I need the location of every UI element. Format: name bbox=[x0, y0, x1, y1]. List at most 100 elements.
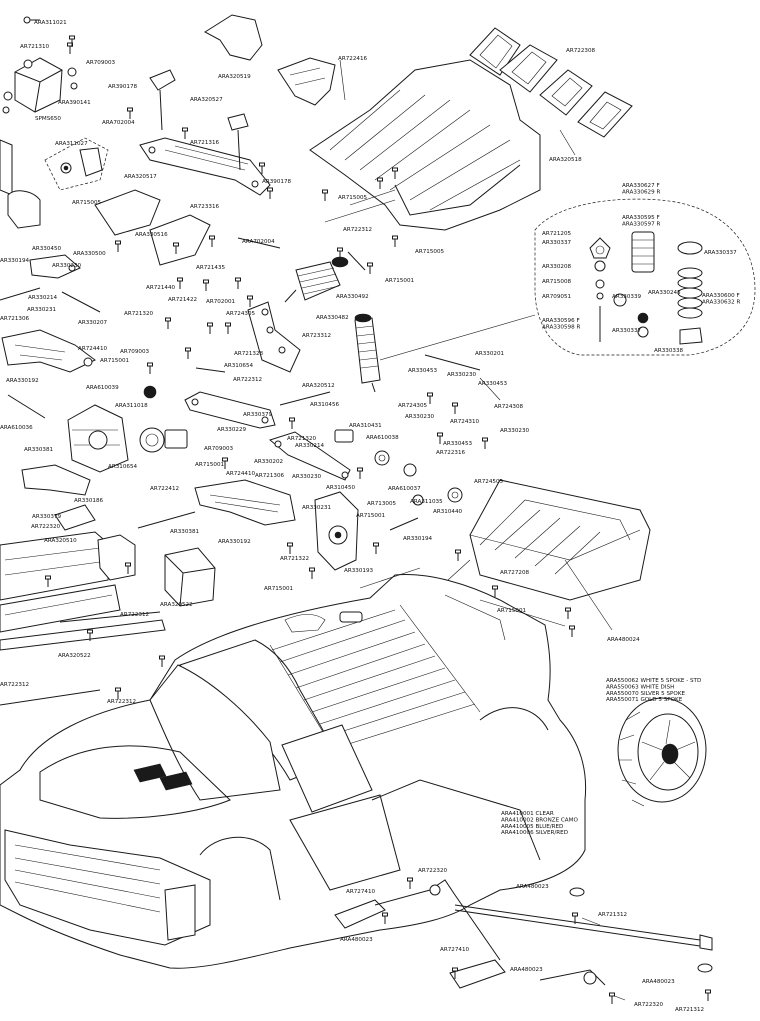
part-callout-label: AR724505 bbox=[474, 479, 504, 485]
part-callout-label: ARA610037 bbox=[388, 486, 421, 492]
part-callout-label: AR721435 bbox=[196, 265, 226, 271]
part-callout-label: AR709003 bbox=[86, 60, 116, 66]
part-callout-label: AR721312 bbox=[598, 912, 627, 918]
part-callout-label: ARA311027 bbox=[55, 141, 88, 147]
front-shock-assembly bbox=[284, 256, 349, 303]
part-callout-label: ARA320510 bbox=[44, 538, 77, 544]
part-callout-label: ARA330629 R bbox=[622, 189, 660, 195]
screw bbox=[337, 247, 343, 259]
bumper-mount bbox=[7, 190, 41, 229]
part-callout-label: AR724410 bbox=[78, 346, 108, 352]
screw bbox=[572, 912, 578, 924]
screws bbox=[45, 35, 711, 1004]
part-callout-label: AR330381 bbox=[170, 529, 200, 535]
part-callout-label: AR330453 bbox=[478, 381, 508, 387]
screw bbox=[209, 235, 215, 247]
part-callout-label: AR727208 bbox=[500, 570, 530, 576]
part-callout-label: AR709003 bbox=[120, 349, 150, 355]
screw bbox=[222, 457, 228, 469]
part-callout-label: AR721310 bbox=[20, 44, 50, 50]
part-callout-label: ARA550063 WHITE DISH bbox=[606, 684, 674, 690]
part-callout-label: AR715001 bbox=[195, 462, 225, 468]
part-callout-label: AR724308 bbox=[494, 404, 524, 410]
part-callout-label: ARA311021 bbox=[34, 20, 67, 26]
part-callout-label: AR715001 bbox=[385, 278, 415, 284]
part-callout-label: AR724310 bbox=[450, 419, 480, 425]
screw bbox=[382, 912, 388, 924]
part-callout-label: AR330379 bbox=[32, 514, 62, 520]
part-callout-label: AR715005 bbox=[338, 195, 368, 201]
part-callout-label: AR330214 bbox=[295, 443, 325, 449]
screw bbox=[125, 562, 131, 574]
part-callout-label: AR721328 bbox=[234, 351, 264, 357]
part-callout-label: AR713005 bbox=[367, 501, 397, 507]
steering-link-rod bbox=[424, 354, 481, 371]
part-callout-label: ARA480023 bbox=[642, 979, 675, 985]
part-callout-label: AR721306 bbox=[0, 316, 30, 322]
rear-arm-mount bbox=[21, 464, 91, 496]
part-callout-label: AR330229 bbox=[217, 427, 247, 433]
chassis-tub bbox=[309, 59, 541, 231]
part-callout-label: AR724305 bbox=[398, 403, 428, 409]
hood-vent-right bbox=[159, 771, 193, 791]
screw bbox=[147, 362, 153, 374]
shock-body bbox=[631, 231, 655, 273]
part-callout-label: AR330338 bbox=[654, 348, 684, 354]
part-callout-label: AR310440 bbox=[433, 509, 463, 515]
screw bbox=[203, 279, 209, 291]
side-rail-left bbox=[0, 531, 166, 651]
front-chassis-brace bbox=[139, 137, 271, 196]
part-callout-label: AR715008 bbox=[542, 279, 572, 285]
part-callout-label: AR722412 bbox=[150, 486, 179, 492]
screw bbox=[492, 585, 498, 597]
part-callout-label: AR330193 bbox=[344, 568, 374, 574]
part-callout-label: AR722308 bbox=[566, 48, 596, 54]
part-callout-label: ARA330595 F bbox=[622, 215, 660, 221]
part-callout-label: AR724410 bbox=[226, 471, 256, 477]
part-callout-label: AR330230 bbox=[292, 474, 322, 480]
part-callout-label: AR715005 bbox=[415, 249, 445, 255]
screw bbox=[259, 162, 265, 174]
part-callout-label: AR330339 bbox=[612, 294, 642, 300]
part-callout-label: AR721320 bbox=[124, 311, 154, 317]
part-callout-label: AR721316 bbox=[190, 140, 220, 146]
part-callout-label: AR330231 bbox=[27, 307, 57, 313]
part-callout-label: AR330207 bbox=[78, 320, 108, 326]
part-callout-label: ARA550071 GOLD 5 SPOKE bbox=[606, 697, 683, 703]
part-callout-label: ARA610038 bbox=[366, 435, 399, 441]
wheel-tire bbox=[617, 697, 707, 807]
part-callout-label: AR723316 bbox=[190, 204, 220, 210]
part-callout-label: ARA320517 bbox=[124, 174, 157, 180]
part-callout-label: AR330381 bbox=[24, 447, 54, 453]
part-callout-label: AR330186 bbox=[74, 498, 104, 504]
part-callout-label: ARA330192 bbox=[218, 539, 251, 545]
rear-wing bbox=[469, 479, 651, 601]
front-upper-arm bbox=[29, 254, 81, 279]
part-callout-label: AR330379 bbox=[243, 412, 273, 418]
rear-upper-arm bbox=[268, 431, 351, 481]
diff-gear bbox=[139, 385, 188, 453]
part-callout-label: ARA550070 SILVER 5 SPOKE bbox=[606, 691, 686, 697]
part-callout-label: AR330231 bbox=[302, 505, 332, 511]
part-callout-label: ARA330492 bbox=[336, 294, 369, 300]
part-callout-label: ARA702004 bbox=[102, 120, 135, 126]
screw bbox=[392, 235, 398, 247]
part-callout-label: ARA320512 bbox=[302, 383, 335, 389]
leader-lines bbox=[324, 59, 626, 1001]
shock-detail-callout bbox=[534, 198, 756, 356]
screw bbox=[373, 542, 379, 554]
servo-mount bbox=[97, 534, 136, 581]
part-callout-label: AR390178 bbox=[262, 179, 292, 185]
part-callout-label: AR330230 bbox=[52, 263, 82, 269]
screw bbox=[705, 989, 711, 1001]
front-lower-arm bbox=[1, 329, 96, 373]
part-callout-label: AR722312 bbox=[0, 682, 29, 688]
screw bbox=[225, 322, 231, 334]
screw bbox=[367, 262, 373, 274]
part-callout-label: AR330230 bbox=[447, 372, 477, 378]
screw bbox=[127, 107, 133, 119]
screw bbox=[452, 967, 458, 979]
part-callout-label: AR330450 bbox=[32, 246, 62, 252]
